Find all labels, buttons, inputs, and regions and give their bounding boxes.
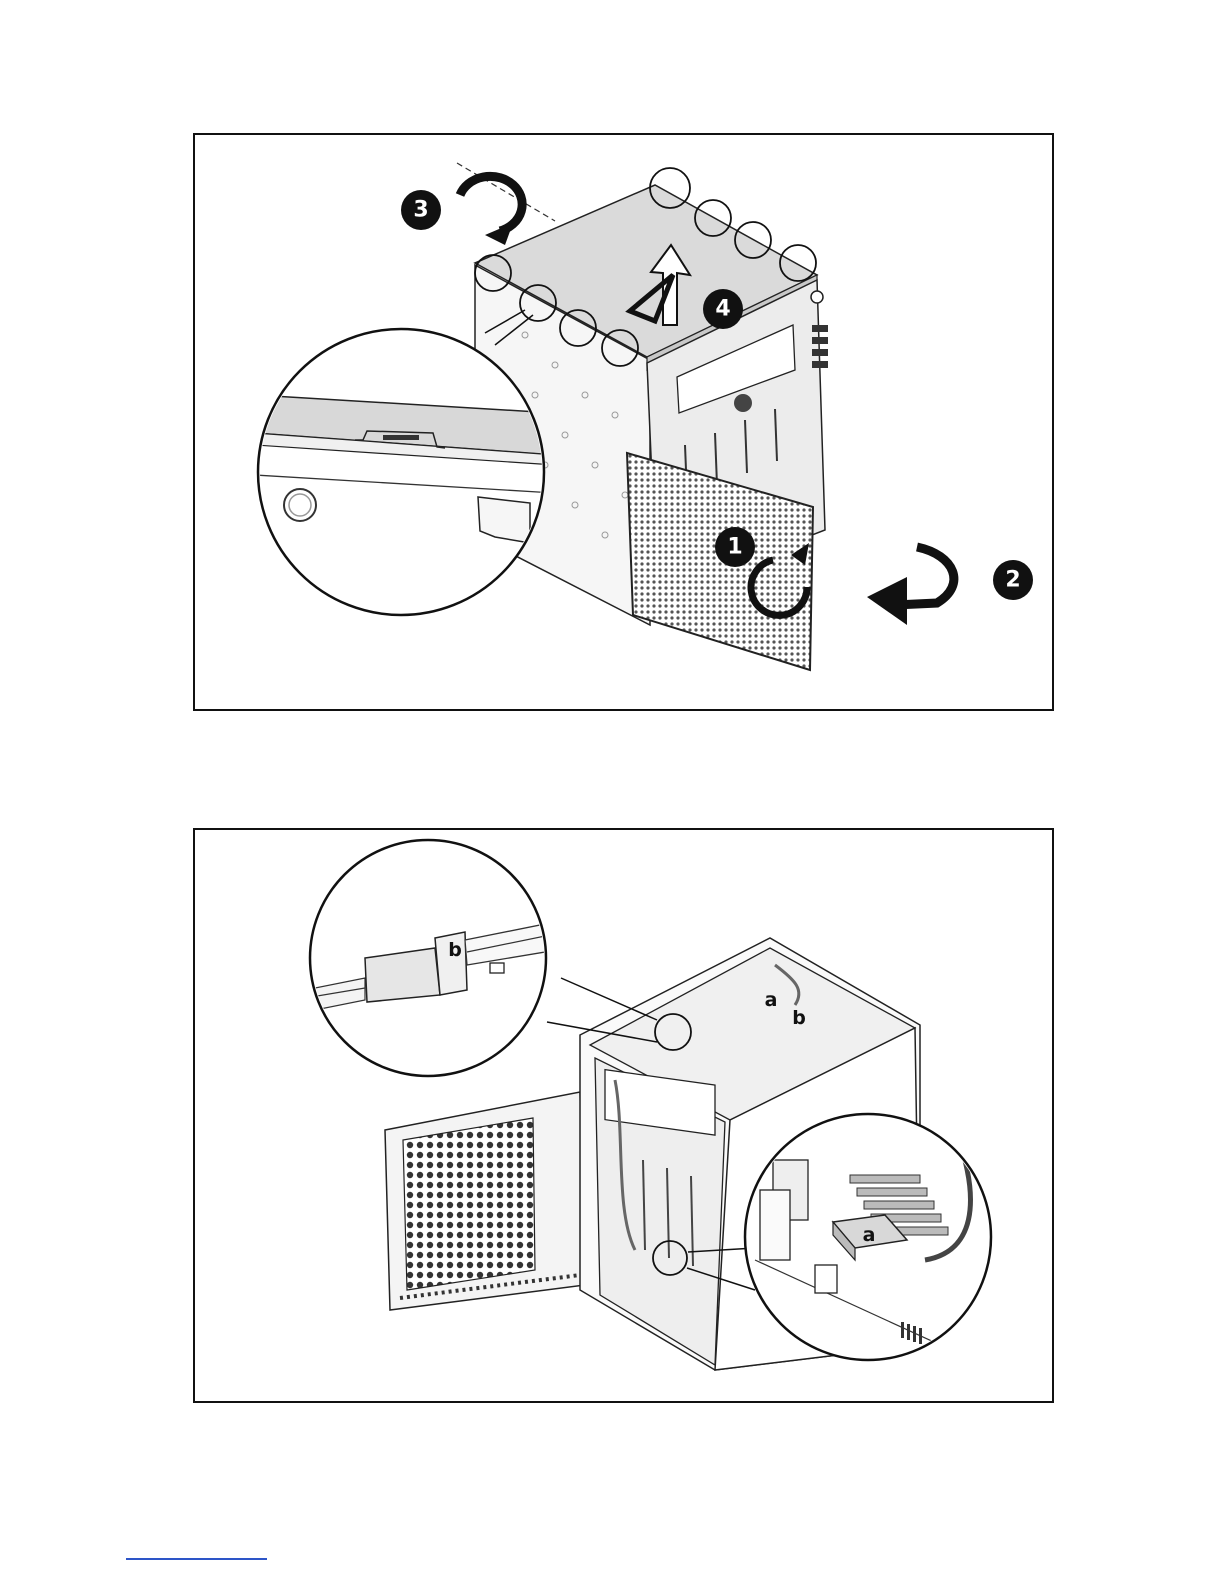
- callout-4: 4: [703, 289, 743, 329]
- illustration-server-internal-cables: a b b: [195, 830, 1054, 1403]
- callout-4-label: 4: [715, 297, 730, 322]
- open-front-door: [385, 1092, 585, 1310]
- callout-3: 3: [401, 190, 441, 230]
- figure-disconnect-cables: a b b: [193, 828, 1054, 1403]
- label-b-main: b: [792, 1007, 806, 1029]
- turn-arrow-step-2: [867, 547, 954, 625]
- callout-2-label: 2: [1005, 568, 1020, 593]
- callout-2: 2: [993, 560, 1033, 600]
- callout-1-label: 1: [727, 535, 742, 560]
- label-a-detail: a: [863, 1224, 876, 1246]
- label-b-detail: b: [448, 939, 462, 961]
- callout-3-label: 3: [413, 198, 428, 223]
- rotate-arrow-step-3: [460, 176, 522, 245]
- label-a-main: a: [765, 989, 778, 1011]
- callout-1: 1: [715, 527, 755, 567]
- figure-remove-access-panel: 1 2 3 4: [193, 133, 1054, 711]
- illustration-server-access-panel-removal: 1 2 3 4: [195, 135, 1054, 711]
- footer-link-rule: [126, 1558, 267, 1560]
